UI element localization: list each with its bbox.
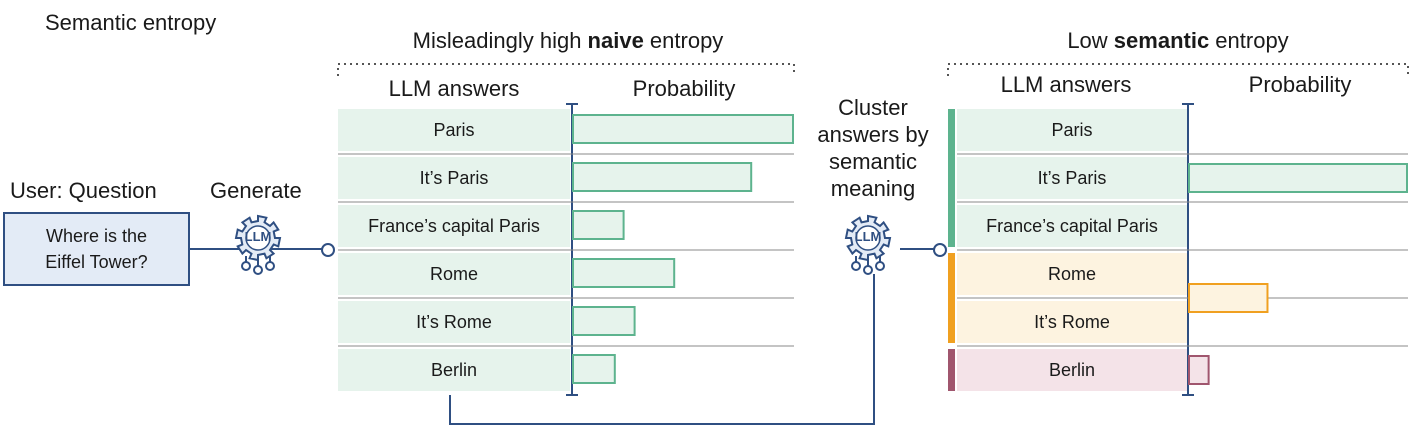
left-probability-bar <box>572 162 753 192</box>
question-box: Where is the Eiffel Tower? <box>3 212 190 286</box>
left-probability-bar <box>572 258 676 288</box>
right-probability-bar <box>1188 355 1210 385</box>
figure-title: Semantic entropy <box>45 10 217 35</box>
right-answer-row: Paris <box>957 109 1187 151</box>
cluster-llm-text: LLM <box>854 229 882 244</box>
question-line-2: Eiffel Tower? <box>45 252 148 272</box>
cluster-line-3: semantic <box>828 149 918 174</box>
right-panel-bracket <box>947 63 1409 76</box>
right-probability-bar <box>1188 283 1269 313</box>
right-answer-row: Rome <box>957 253 1187 295</box>
left-probability-bar <box>572 306 636 336</box>
left-answer-row: It’s Paris <box>338 157 570 199</box>
cluster-marker-bar <box>948 253 955 343</box>
left-answer-row: Berlin <box>338 349 570 391</box>
left-answer-row: Paris <box>338 109 570 151</box>
left-probability-bar <box>572 354 616 384</box>
generate-label: Generate <box>210 178 302 203</box>
cluster-marker-bar <box>948 109 955 247</box>
right-col-probability: Probability <box>1248 72 1352 97</box>
right-title-suffix: entropy <box>1209 28 1289 53</box>
cluster-output-node <box>933 243 947 257</box>
right-answer-row: France’s capital Paris <box>957 205 1187 247</box>
gear-pin-node <box>851 261 861 271</box>
left-col-probability: Probability <box>632 76 736 101</box>
left-title-bold: naive <box>587 28 644 53</box>
gear-core <box>855 225 881 251</box>
cluster-line-4: meaning <box>830 176 916 201</box>
gear-pin-node <box>265 261 275 271</box>
right-answer-row: It’s Rome <box>957 301 1187 343</box>
cluster-llm-icon <box>844 214 892 275</box>
gear-pin-node <box>241 261 251 271</box>
left-answer-row: It’s Rome <box>338 301 570 343</box>
right-title-bold: semantic <box>1113 28 1210 53</box>
generate-output-node <box>321 243 335 257</box>
right-probability-bar <box>1188 163 1408 193</box>
cluster-marker-bar <box>948 349 955 391</box>
generate-llm-icon <box>234 214 282 275</box>
right-answer-row: It’s Paris <box>957 157 1187 199</box>
generate-llm-text: LLM <box>244 229 272 244</box>
left-col-answers: LLM answers <box>388 76 520 101</box>
left-title-prefix: Misleadingly high <box>412 28 588 53</box>
left-probability-bar <box>572 210 625 240</box>
gear-pin-node <box>253 265 263 275</box>
cluster-label: Cluster answers by semantic meaning <box>800 94 946 202</box>
left-probability-bar <box>572 114 794 144</box>
left-title-suffix: entropy <box>643 28 724 53</box>
right-panel-title: Low semantic entropy <box>948 28 1408 54</box>
left-answer-row: Rome <box>338 253 570 295</box>
left-panel-title: Misleadingly high naive entropy <box>338 28 798 54</box>
gear-core <box>245 225 271 251</box>
question-line-1: Where is the <box>45 226 148 246</box>
right-col-answers: LLM answers <box>1000 72 1132 97</box>
cluster-line-2: answers by <box>817 122 929 147</box>
gear-pin-node <box>875 261 885 271</box>
right-title-prefix: Low <box>1067 28 1114 53</box>
right-answer-row: Berlin <box>957 349 1187 391</box>
left-panel-bracket <box>337 63 795 76</box>
user-question-heading: User: Question <box>10 178 157 203</box>
cluster-line-1: Cluster <box>838 95 908 120</box>
left-answer-row: France’s capital Paris <box>338 205 570 247</box>
answers-to-cluster-connector <box>449 274 875 425</box>
gear-pin-node <box>863 265 873 275</box>
